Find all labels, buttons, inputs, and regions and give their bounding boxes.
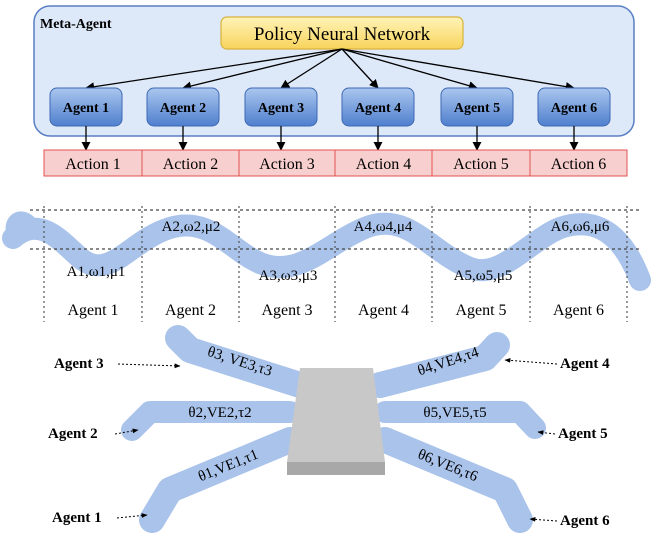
- agent-box-label-4: Agent 4: [355, 101, 401, 116]
- action-label-6: Action 6: [551, 156, 607, 173]
- policy-arrow-4: [341, 48, 379, 89]
- robot-right-agent-3: Agent 6: [560, 513, 610, 529]
- wave-segment-label-1: Agent 1: [67, 302, 118, 319]
- agent-box-label-3: Agent 3: [258, 101, 304, 116]
- wave-segment-label-4: Agent 4: [358, 302, 409, 319]
- action-row: Action 1 Action 2 Action 3 Action 4 Action 5…: [43, 149, 628, 177]
- wave-param-5: A5,ω5,μ5: [454, 268, 513, 284]
- wave-tail: [5, 211, 35, 243]
- robot-right-arrow-2: [537, 430, 556, 436]
- policy-arrows: [85, 48, 575, 92]
- leg-5: [374, 401, 546, 439]
- agent-box-label-6: Agent 6: [551, 101, 597, 116]
- action-cell-5: [431, 149, 531, 177]
- robot-body: [287, 368, 385, 475]
- robot-right-agent-1: Agent 4: [560, 356, 610, 372]
- leg-3: [165, 325, 313, 398]
- wave-param-1: A1,ω1,μ1: [67, 264, 126, 280]
- wave-segment-label-6: Agent 6: [553, 302, 604, 319]
- policy-arrow-6: [341, 48, 575, 92]
- wave-segment-label-5: Agent 5: [455, 302, 506, 319]
- robot-body-side: [287, 462, 385, 475]
- wave-param-6: A6,ω6,μ6: [551, 219, 610, 235]
- robot-body-top: [287, 368, 385, 462]
- policy-arrow-3: [280, 48, 343, 89]
- wave-param-3: A3,ω3,μ3: [259, 268, 318, 284]
- action-label-4: Action 4: [356, 156, 412, 173]
- leg-2: [121, 401, 301, 441]
- leg-label-5: θ5,VE5,τ5: [423, 405, 486, 421]
- agent-box-label-2: Agent 2: [160, 101, 206, 116]
- wave-dividers: [43, 206, 628, 322]
- action-cell-6: [529, 149, 628, 177]
- robot-right-arrow-1: [504, 358, 558, 365]
- wave-param-2: A2,ω2,μ2: [162, 219, 221, 235]
- wave-param-4: A4,ω4,μ4: [354, 219, 413, 235]
- meta-agent-panel: Meta-Agent Policy Neural Network Agent 1…: [33, 5, 635, 151]
- wave-body: [2, 212, 651, 291]
- robot-section: θ3, VE3,τ3θ2,VE2,τ2θ1,VE1,τ1θ4,VE4,τ4θ5,…: [48, 325, 610, 533]
- wave-segment-label-3: Agent 3: [261, 302, 312, 319]
- robot-right-arrow-3: [529, 517, 558, 522]
- action-arrows: [81, 126, 579, 151]
- action-cell-4: [334, 149, 433, 177]
- robot-agent-labels: Agent 3 Agent 2 Agent 1 Agent 4 Agent 5 Agent…: [48, 356, 610, 529]
- robot-left-arrow-1: [117, 363, 181, 369]
- action-label-2: Action 2: [163, 156, 219, 173]
- policy-arrow-2: [182, 48, 343, 91]
- action-label-5: Action 5: [453, 156, 509, 173]
- leg-label-2: θ2,VE2,τ2: [188, 405, 251, 421]
- agent-box-label-1: Agent 1: [63, 101, 109, 116]
- robot-left-agent-1: Agent 3: [54, 356, 104, 372]
- robot-left-agent-3: Agent 1: [52, 510, 102, 526]
- agent-boxes: Agent 1 Agent 2 Agent 3 Agent 4 Agent 5 Agent…: [49, 87, 611, 127]
- robot-right-agent-2: Agent 5: [558, 426, 608, 442]
- action-label-3: Action 3: [259, 156, 315, 173]
- leg-6: [372, 427, 533, 533]
- policy-network-label: Policy Neural Network: [254, 24, 431, 45]
- meta-agent-title: Meta-Agent: [40, 17, 112, 32]
- policy-arrow-5: [341, 48, 478, 91]
- wave-segment-labels: Agent 1 Agent 2 Agent 3 Agent 4 Agent 5 Agent…: [67, 302, 604, 319]
- agent-box-label-5: Agent 5: [454, 101, 500, 116]
- leg-1: [139, 427, 303, 533]
- policy-arrow-1: [85, 48, 343, 92]
- robot-legs: [121, 325, 546, 533]
- robot-left-agent-2: Agent 2: [48, 426, 98, 442]
- action-label-1: Action 1: [65, 156, 121, 173]
- leg-4: [367, 332, 510, 398]
- wave-segment-label-2: Agent 2: [165, 302, 216, 319]
- action-cell-2: [141, 149, 240, 177]
- robot-left-arrow-3: [116, 513, 148, 519]
